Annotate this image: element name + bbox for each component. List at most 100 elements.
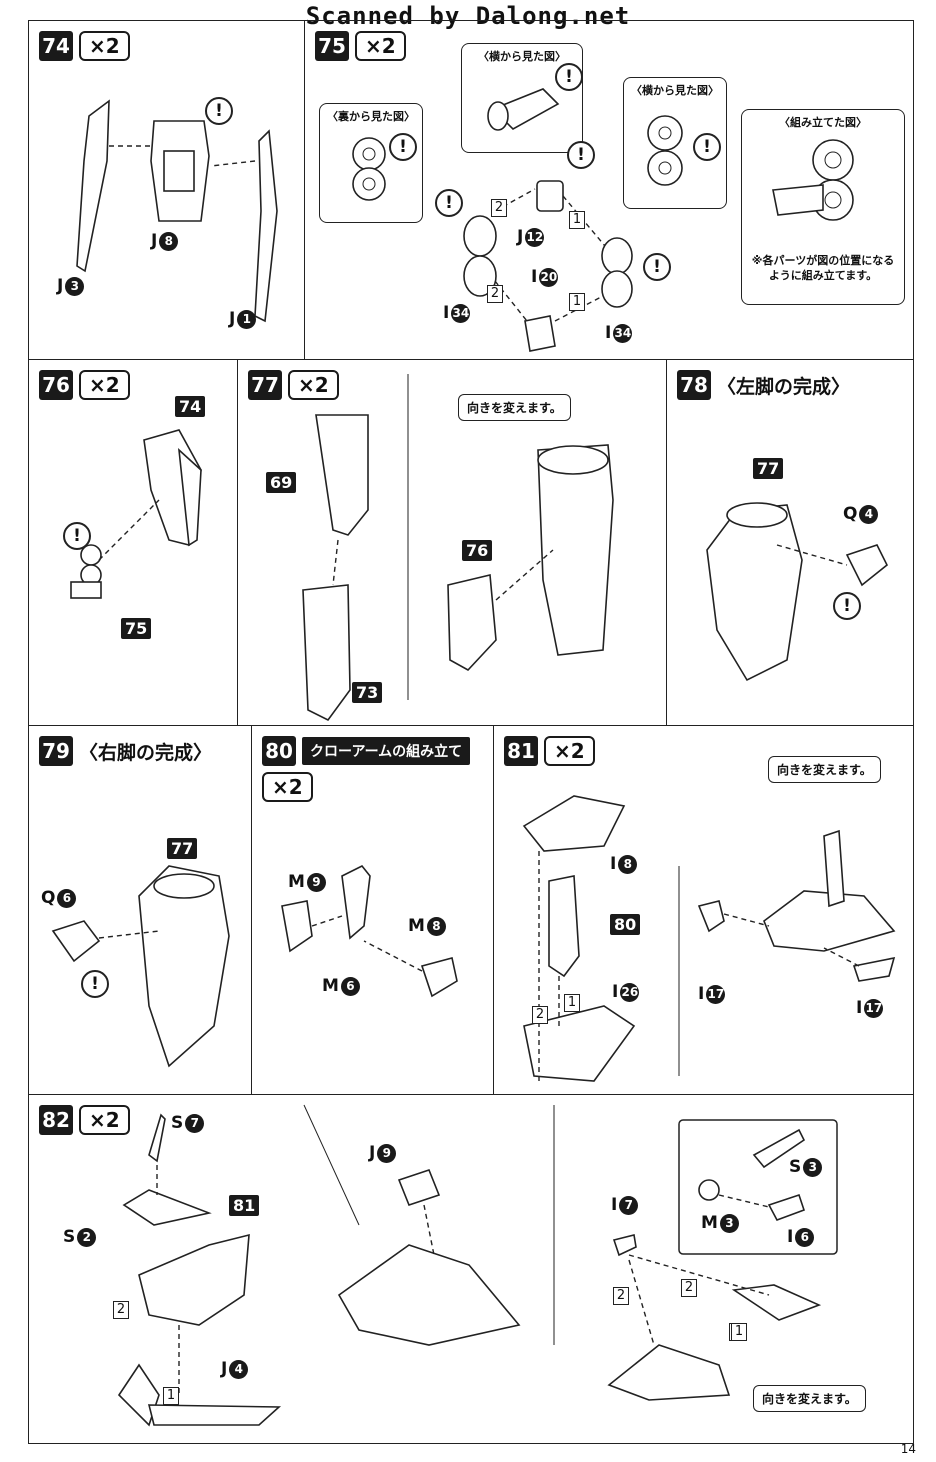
step-81-illustration <box>522 795 896 1082</box>
step-75-panel: 75 ×2 〈裏から見た図〉 ! 〈横から見た図〉 ! 〈横から見た図〉 ! 〈… <box>304 20 914 360</box>
callout-assembled-view: 〈組み立てた図〉 <box>741 109 905 305</box>
step-76-illustration <box>70 429 202 599</box>
quantity-badge: ×2 <box>544 736 595 766</box>
ref-step-74: 74 <box>175 396 206 417</box>
sequence-marker: 2 <box>491 199 507 217</box>
step-title: 〈左脚の完成〉 <box>717 375 851 398</box>
orientation-bubble: 向きを変えます。 <box>458 394 571 421</box>
sequence-marker: 2 <box>532 1006 548 1024</box>
step-header: 75 ×2 <box>315 31 406 61</box>
ref-step-75: 75 <box>121 618 152 639</box>
quantity-badge: ×2 <box>79 370 130 400</box>
step-78-illustration <box>706 502 889 682</box>
warning-icon: ! <box>833 592 861 620</box>
sequence-marker: 1 <box>731 1323 747 1341</box>
assembled-drawing <box>772 139 854 221</box>
callout-side-view-1: 〈横から見た図〉 <box>461 43 583 153</box>
step-number: 79 <box>39 736 73 766</box>
back-view-drawing <box>352 137 386 201</box>
sequence-marker: 1 <box>569 293 585 311</box>
warning-icon: ! <box>555 63 583 91</box>
quantity-badge: ×2 <box>355 31 406 61</box>
step-title: 〈右脚の完成〉 <box>79 741 213 764</box>
quantity-badge: ×2 <box>79 31 130 61</box>
warning-icon: ! <box>389 133 417 161</box>
sequence-marker: 1 <box>163 1387 179 1405</box>
scan-credit-header: Scanned by Dalong.net <box>305 2 631 30</box>
orientation-bubble: 向きを変えます。 <box>768 756 881 783</box>
callout-back-view: 〈裏から見た図〉 <box>319 103 423 223</box>
step-76-panel: 76 ×2 74 ! 75 <box>28 359 238 726</box>
sequence-marker: 1 <box>564 994 580 1012</box>
warning-icon: ! <box>81 970 109 998</box>
sequence-marker: 2 <box>681 1279 697 1297</box>
step-74-illustration <box>76 99 278 323</box>
step-header: 76 ×2 <box>39 370 130 400</box>
ref-step-77: 77 <box>167 838 198 859</box>
warning-icon: ! <box>567 141 595 169</box>
step-77-panel: 77 ×2 69 73 76 向きを変えます。 <box>237 359 667 726</box>
warning-icon: ! <box>63 522 91 550</box>
callout-side-view-2: 〈横から見た図〉 <box>623 77 727 209</box>
page-number: 14 <box>900 1442 916 1456</box>
sequence-marker: 2 <box>613 1287 629 1305</box>
orientation-bubble: 向きを変えます。 <box>753 1385 866 1412</box>
ref-step-77: 77 <box>753 458 784 479</box>
assembly-note: ※各パーツが図の位置になるように組み立てます。 <box>751 254 895 282</box>
sequence-marker: 1 <box>569 211 585 229</box>
quantity-badge: ×2 <box>288 370 339 400</box>
step-header: 77 ×2 <box>248 370 339 400</box>
step-number: 74 <box>39 31 73 61</box>
side-view-2-drawing <box>647 115 683 186</box>
ref-step-76: 76 <box>462 540 493 561</box>
warning-icon: ! <box>643 253 671 281</box>
warning-icon: ! <box>435 189 463 217</box>
step-number: 80 <box>262 736 296 766</box>
step-number: 78 <box>677 370 711 400</box>
step-header: 82 ×2 <box>39 1105 130 1135</box>
side-view-drawing <box>487 88 560 131</box>
step-header: 80 クローアームの組み立て ×2 <box>262 736 471 802</box>
ref-step-80: 80 <box>610 914 641 935</box>
step-79-illustration <box>51 865 230 1068</box>
step-header: 79 〈右脚の完成〉 <box>39 736 212 766</box>
step-banner: クローアームの組み立て <box>302 737 471 765</box>
step-number: 75 <box>315 31 349 61</box>
quantity-badge: ×2 <box>79 1105 130 1135</box>
step-number: 76 <box>39 370 73 400</box>
ref-step-81: 81 <box>229 1195 260 1216</box>
step-number: 82 <box>39 1105 73 1135</box>
step-82-panel: 82 ×2 S7 S2 81 J4 J9 I7 S3 M3 I6 2 1 2 1… <box>28 1094 914 1444</box>
sequence-marker: 2 <box>113 1301 129 1319</box>
warning-icon: ! <box>693 133 721 161</box>
ref-step-69: 69 <box>266 472 297 493</box>
